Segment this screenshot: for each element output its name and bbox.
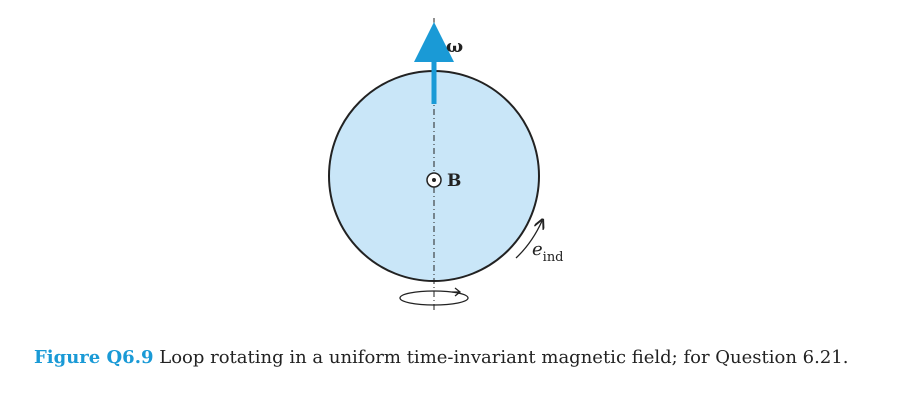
- emf-symbol: e: [532, 239, 543, 260]
- rotation-indicator-arrow: [452, 287, 462, 297]
- emf-label: eind: [532, 239, 564, 265]
- emf-direction-arrow: [515, 221, 542, 259]
- field-dot: [432, 178, 436, 182]
- caption-text: Loop rotating in a uniform time-invarian…: [159, 347, 849, 368]
- figure-caption: Figure Q6.9 Loop rotating in a uniform t…: [34, 346, 874, 370]
- omega-label: ω: [446, 36, 463, 57]
- rotation-indicator-icon: [399, 290, 469, 306]
- caption-label: Figure Q6.9: [34, 347, 154, 368]
- emf-subscript: ind: [543, 250, 564, 265]
- field-label: B: [447, 171, 461, 191]
